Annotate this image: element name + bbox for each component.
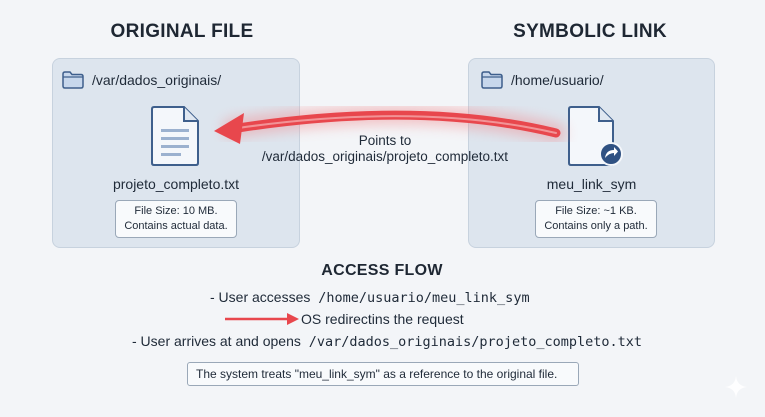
original-file-info: File Size: 10 MB. Contains actual data. bbox=[115, 200, 237, 238]
sparkle-icon bbox=[725, 376, 747, 398]
original-info-desc: Contains actual data. bbox=[124, 220, 228, 232]
flow-step-3-text: - User arrives at and opens bbox=[132, 333, 301, 349]
symlink-folder-row: /home/usuario/ bbox=[481, 71, 604, 89]
original-file-name: projeto_completo.txt bbox=[112, 176, 240, 192]
flow-step-3: - User arrives at and opens /var/dados_o… bbox=[132, 333, 642, 350]
redirect-arrow-icon bbox=[225, 313, 299, 325]
folder-icon bbox=[62, 71, 84, 89]
document-icon[interactable] bbox=[150, 105, 202, 167]
symbolic-link-heading: SYMBOLIC LINK bbox=[513, 21, 667, 42]
symlink-folder-path: /home/usuario/ bbox=[511, 72, 604, 88]
flow-step-1: - User accesses /home/usuario/meu_link_s… bbox=[210, 289, 530, 306]
symbolic-link-panel: /home/usuario/ meu_link_sym File Size: ~… bbox=[468, 58, 715, 248]
original-file-panel: /var/dados_originais/ projeto_completo.t… bbox=[52, 58, 300, 248]
arrow-label-line2: /var/dados_originais/projeto_completo.tx… bbox=[261, 149, 509, 164]
folder-icon bbox=[481, 71, 503, 89]
arrow-label-line1: Points to bbox=[358, 133, 412, 148]
shortcut-file-icon[interactable] bbox=[567, 105, 625, 167]
flow-step-1-path: /home/usuario/meu_link_sym bbox=[318, 290, 530, 306]
arrow-label: Points to /var/dados_originais/projeto_c… bbox=[240, 133, 530, 165]
original-info-size: File Size: 10 MB. bbox=[134, 205, 218, 217]
symlink-file-name: meu_link_sym bbox=[546, 176, 637, 192]
reference-note: The system treats "meu_link_sym" as a re… bbox=[187, 362, 579, 386]
symlink-info-desc: Contains only a path. bbox=[544, 220, 648, 232]
original-folder-row: /var/dados_originais/ bbox=[62, 71, 221, 89]
flow-step-3-path: /var/dados_originais/projeto_completo.tx… bbox=[308, 334, 642, 350]
flow-step-2: OS redirectins the request bbox=[225, 311, 464, 327]
symlink-file-info: File Size: ~1 KB. Contains only a path. bbox=[535, 200, 657, 238]
symlink-info-size: File Size: ~1 KB. bbox=[555, 205, 637, 217]
original-file-heading: ORIGINAL FILE bbox=[110, 21, 254, 42]
original-folder-path: /var/dados_originais/ bbox=[92, 72, 222, 88]
access-flow-heading: ACCESS FLOW bbox=[321, 262, 443, 279]
flow-step-1-text: - User accesses bbox=[210, 289, 311, 305]
flow-step-2-text: OS redirectins the request bbox=[301, 311, 464, 327]
